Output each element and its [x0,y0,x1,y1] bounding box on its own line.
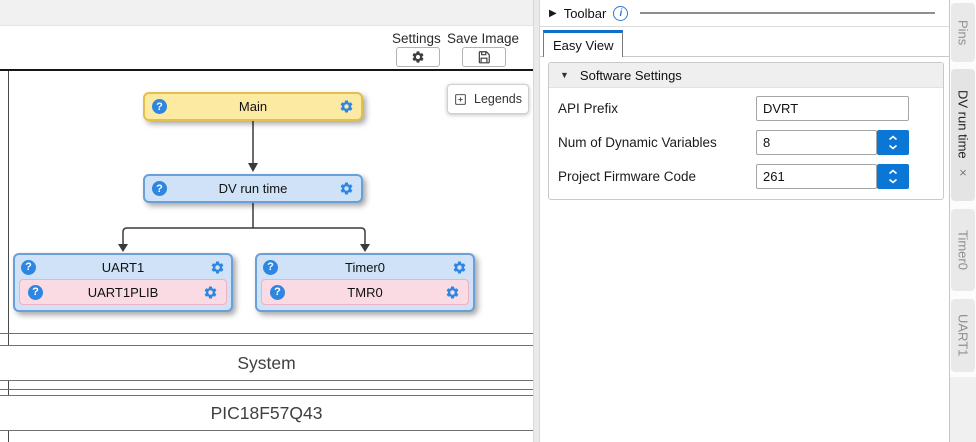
section-divider-line [0,389,533,390]
help-icon[interactable]: ? [152,99,167,114]
num-dynamic-variables-spinner[interactable] [877,130,909,155]
legends-button[interactable]: Legends [447,84,529,114]
node-uart1plib-label: UART1PLIB [87,284,159,300]
side-tab-dv-run-time[interactable]: DV run time × [951,69,975,201]
software-settings-header[interactable]: ▼ Software Settings [549,63,943,88]
node-timer0-label: Timer0 [345,259,385,275]
legends-label: Legends [474,92,522,106]
api-prefix-label: API Prefix [558,101,619,116]
node-timer0-header[interactable]: ? Timer0 [257,255,473,279]
canvas-left-border [8,71,9,442]
tab-content-border [540,56,949,57]
panel-splitter[interactable] [533,0,540,442]
side-tab-strip: Pins DV run time × Timer0 UART1 [950,0,976,442]
spinner-down-icon[interactable] [888,178,898,184]
side-tab-dv-run-time-label: DV run time [955,90,971,159]
help-icon[interactable]: ? [270,284,285,300]
toolbar-rule [640,12,935,14]
software-settings-title: Software Settings [579,67,682,83]
node-uart1plib[interactable]: ? UART1PLIB [19,279,227,305]
side-tab-timer0-label: Timer0 [955,230,971,270]
spinner-down-icon[interactable] [888,144,898,150]
info-icon[interactable]: i [613,5,629,21]
panel-toolbar-header[interactable]: ▶ Toolbar i [540,0,949,27]
gear-icon[interactable] [210,260,225,275]
section-divider-line [0,333,533,334]
software-settings-group: ▼ Software Settings API Prefix Num of Dy… [548,62,944,200]
node-tmr0[interactable]: ? TMR0 [261,279,469,305]
node-dv-run-time[interactable]: ? DV run time [143,174,363,203]
tab-easy-view-label: Easy View [553,37,614,53]
node-uart1-label: UART1 [101,259,145,275]
project-firmware-code-input[interactable] [756,164,877,189]
num-dynamic-variables-label: Num of Dynamic Variables [558,135,717,150]
help-icon[interactable]: ? [21,259,36,275]
help-icon[interactable]: ? [263,259,278,275]
system-section-label: System [237,352,296,373]
panel-toolbar-label: Toolbar [563,5,607,21]
api-prefix-input[interactable] [756,96,909,121]
save-image-button[interactable] [462,47,506,67]
system-section-bar[interactable]: System [0,345,533,381]
gear-icon[interactable] [339,181,354,196]
expand-arrow-icon: ▼ [560,70,569,80]
gear-icon[interactable] [339,99,354,114]
project-firmware-code-spinner[interactable] [877,164,909,189]
project-firmware-code-label: Project Firmware Code [558,169,697,184]
side-tab-pins-label: Pins [955,19,971,46]
gear-icon[interactable] [445,285,460,300]
save-image-label: Save Image [447,31,520,46]
gear-icon[interactable] [203,285,218,300]
side-tab-timer0[interactable]: Timer0 [951,209,975,291]
help-icon[interactable]: ? [28,284,43,300]
side-tab-uart1[interactable]: UART1 [951,299,975,372]
tab-strip-footer [950,377,976,442]
canvas-top-border [0,69,533,71]
node-group-uart1[interactable]: ? UART1 ? UART1PLIB [13,253,233,312]
spinner-up-icon[interactable] [888,169,898,175]
node-group-timer0[interactable]: ? Timer0 ? TMR0 [255,253,475,312]
tab-easy-view[interactable]: Easy View [543,30,624,57]
close-icon[interactable]: × [955,164,971,180]
gear-icon[interactable] [452,260,467,275]
node-main-label: Main [238,99,268,114]
node-dv-run-time-label: DV run time [218,181,288,196]
device-section-bar[interactable]: PIC18F57Q43 [0,395,533,431]
configuration-panel: ▶ Toolbar i Easy View ▼ Software Setting… [540,0,950,442]
help-icon[interactable]: ? [152,181,167,196]
collapse-arrow-icon[interactable]: ▶ [549,7,557,19]
node-main[interactable]: ? Main [143,92,363,121]
num-dynamic-variables-input[interactable] [756,130,877,155]
device-section-label: PIC18F57Q43 [210,402,323,423]
settings-label: Settings [392,31,441,46]
node-tmr0-label: TMR0 [347,284,383,300]
node-uart1-header[interactable]: ? UART1 [15,255,231,279]
canvas-top-band [0,0,533,26]
gear-icon [411,50,425,64]
plus-box-icon [454,93,467,106]
floppy-disk-icon [477,50,491,64]
side-tab-pins[interactable]: Pins [951,3,975,62]
side-tab-uart1-label: UART1 [955,314,971,357]
flow-canvas: Settings Save Image ? Main ? DV run time [0,0,533,442]
spinner-up-icon[interactable] [888,135,898,141]
settings-button[interactable] [396,47,440,67]
